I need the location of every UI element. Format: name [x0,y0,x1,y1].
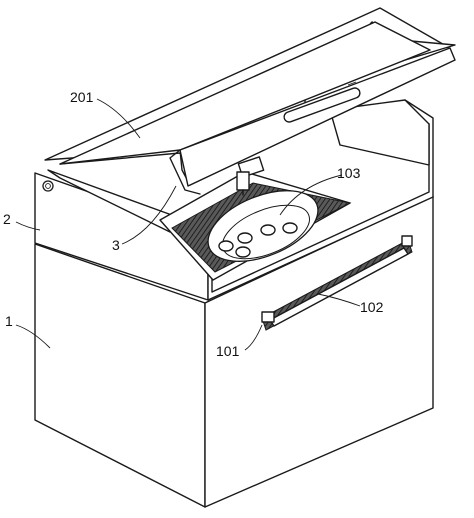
label-103: 103 [337,165,361,181]
label-1: 1 [5,313,13,329]
label-2: 2 [3,211,11,227]
lid [44,7,456,196]
label-201: 201 [70,89,94,105]
base-box [34,195,434,508]
label-102: 102 [360,299,384,315]
label-101: 101 [216,343,240,359]
label-3: 3 [112,237,120,253]
round-tray [207,190,319,262]
leader-lines [15,98,361,351]
drawer-rail [261,235,413,331]
